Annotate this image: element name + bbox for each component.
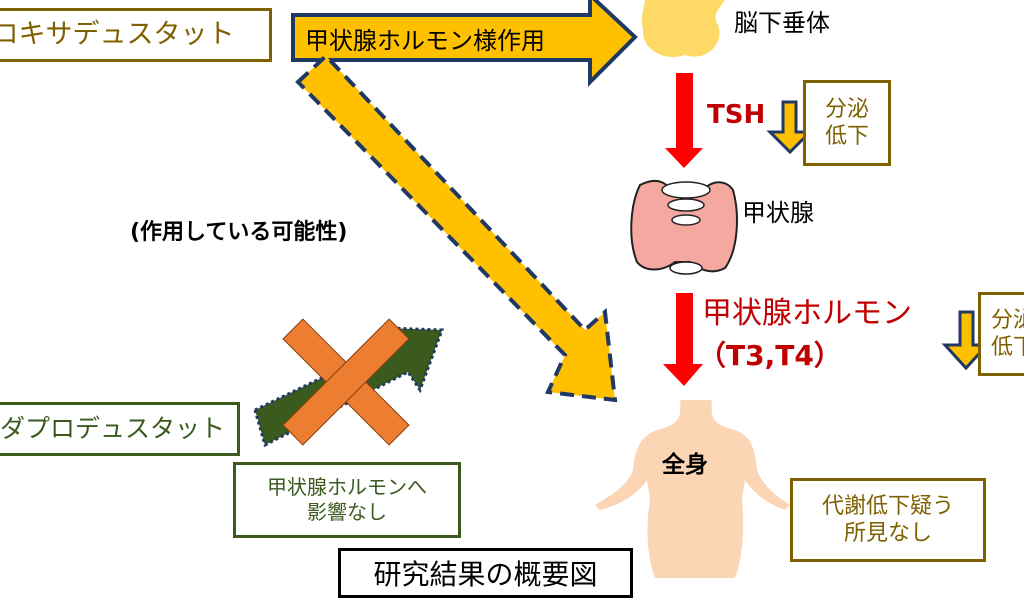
no-effect-note-box: 甲状腺ホルモンへ 影響なし [233, 462, 461, 538]
thyroid-label: 甲状腺 [742, 199, 814, 227]
tsh-note-box: 分泌 低下 [803, 80, 891, 166]
body-note-line2: 所見なし [843, 521, 932, 546]
title-box: 研究結果の概要図 [338, 548, 633, 598]
hormone-note-line2: 低下 [991, 335, 1024, 360]
no-effect-line2: 影響なし [307, 500, 387, 524]
hormone-decrease-arrow [941, 310, 991, 371]
tsh-note-line1: 分泌 [824, 96, 869, 122]
thyroid-illustration [630, 179, 738, 275]
daprodustat-label: ダプロデュスタット [0, 414, 225, 444]
tsh-decrease-arrow [766, 100, 814, 155]
pituitary-label: 脳下垂体 [734, 9, 830, 37]
whole-body-label: 全身 [662, 452, 708, 478]
pituitary-illustration [642, 0, 725, 58]
hormone-note-line1: 分泌 [991, 307, 1024, 333]
thyroid-like-action-arrow [291, 0, 638, 87]
thyroid-like-action-label: 甲状腺ホルモン様作用 [305, 27, 545, 55]
no-effect-line1: 甲状腺ホルモンへ [267, 475, 427, 499]
hormone-note-box: 分泌 低下 [978, 292, 1024, 376]
possible-action-label: (作用している可能性) [130, 220, 348, 245]
no-effect-cross-icon [282, 318, 410, 446]
tsh-label: TSH [707, 100, 766, 130]
body-note-line1: 代謝低下疑う [821, 493, 954, 519]
tsh-note-line2: 低下 [824, 124, 869, 149]
body-note-box: 代謝低下疑う 所見なし [790, 478, 986, 562]
hormone-label: 甲状腺ホルモン [702, 296, 912, 331]
hormone-sub-label: （T3,T4） [698, 339, 842, 372]
daprodustat-box: ダプロデュスタット [0, 402, 240, 456]
hormone-arrow [663, 293, 703, 386]
tsh-arrow [665, 73, 703, 168]
roxadustat-box: ロキサデュスタット [0, 8, 272, 62]
body-illustration [595, 400, 790, 578]
possible-action-arrow [295, 53, 618, 403]
figure-title: 研究結果の概要図 [373, 558, 598, 591]
roxadustat-label: ロキサデュスタット [0, 19, 235, 51]
diagram-graphics [253, 0, 991, 578]
